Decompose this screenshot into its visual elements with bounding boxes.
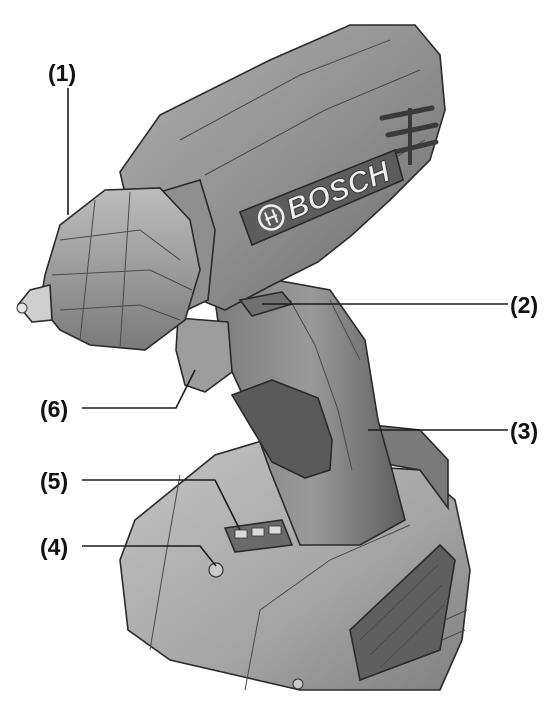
callout-labels: (1) (2) (3) (4) (5) (6) [40,60,538,560]
trigger [175,317,233,393]
charge-led-1 [234,529,248,539]
brand-plate [238,148,404,247]
callout-label-3: (3) [510,418,538,444]
callout-label-6: (6) [40,396,68,422]
callout-label-4: (4) [40,534,68,560]
leader-lines [67,88,508,567]
leader-line-4 [82,545,217,567]
callout-label-1: (1) [48,60,76,86]
bosch-logo-icon [257,204,285,231]
drill-grip [214,279,406,546]
leader-line-5 [82,479,241,531]
chuck [16,179,216,351]
charge-led-3 [268,525,282,535]
charge-led-2 [251,527,265,537]
vent-slot-1 [379,105,435,121]
charge-indicator-button [208,562,224,578]
vent-slot-3 [392,139,439,155]
battery-screw [292,678,304,690]
leader-line-6 [82,369,196,409]
callout-label-5: (5) [40,468,68,494]
callout-label-2: (2) [510,292,538,318]
